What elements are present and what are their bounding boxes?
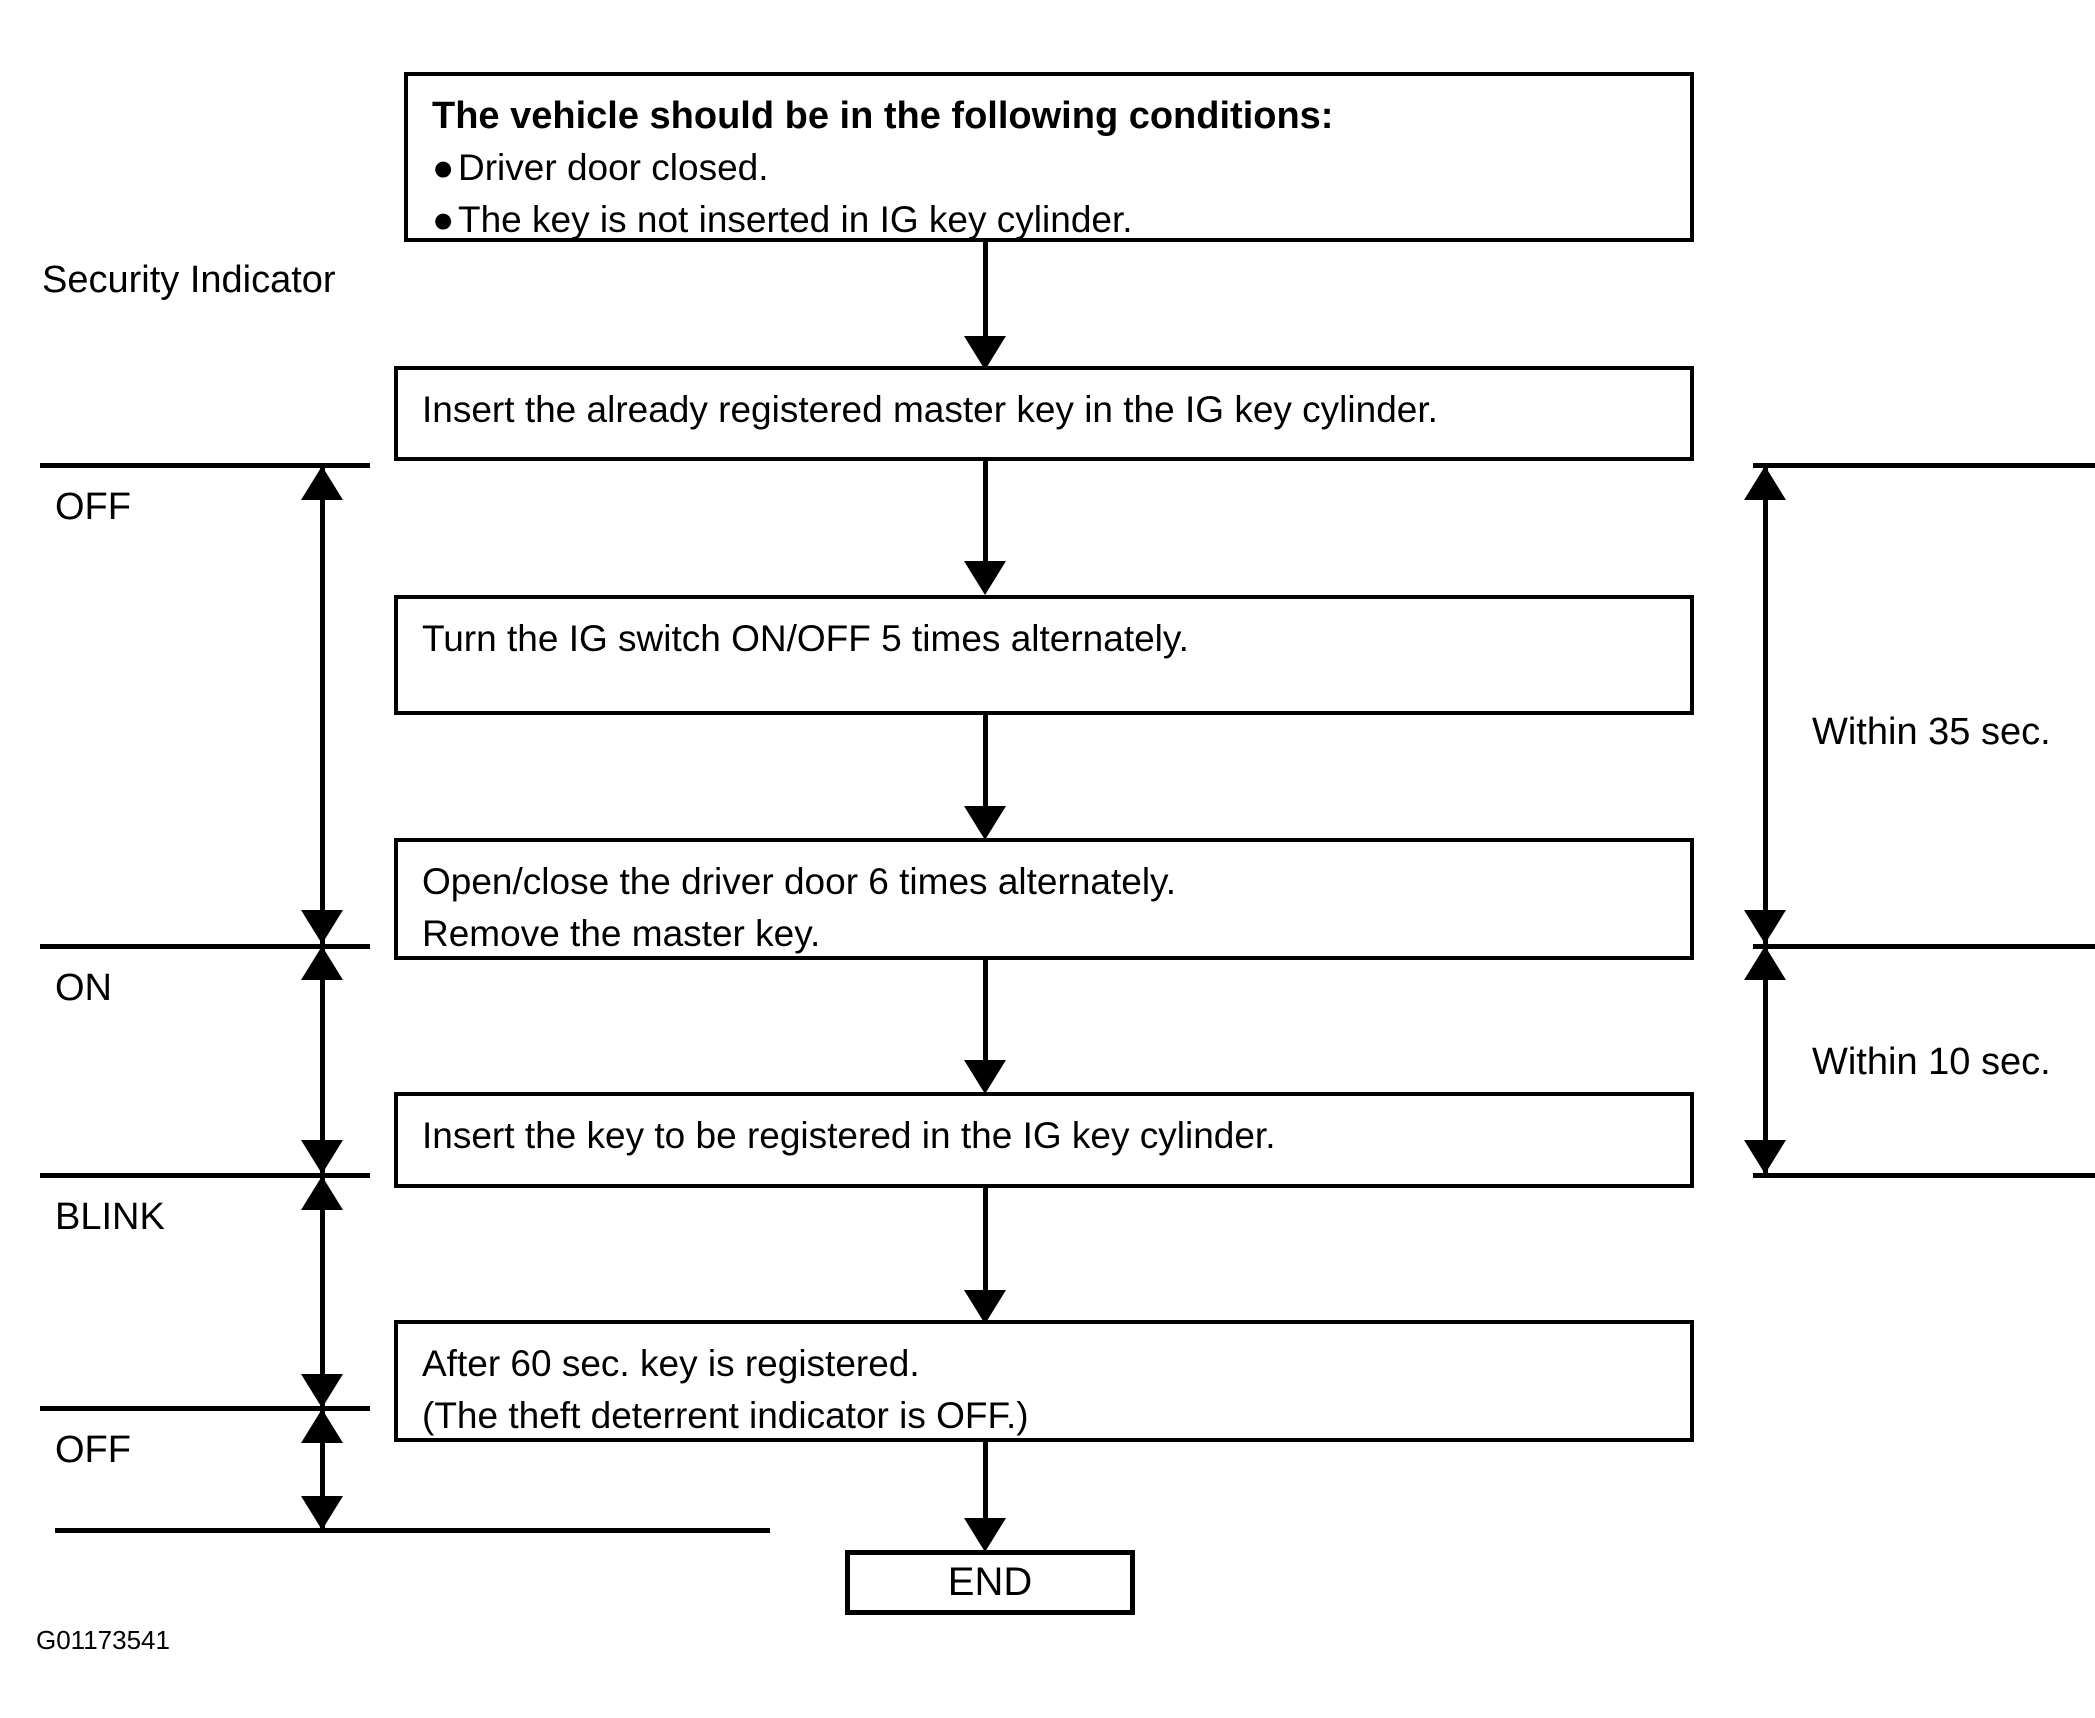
figure-id-label: G01173541 <box>36 1625 170 1655</box>
indicator-boundary-blink <box>40 1173 370 1178</box>
indicator-span-blink <box>320 1176 325 1408</box>
condition-box-title: The vehicle should be in the following c… <box>432 95 1334 137</box>
arrowhead-down-icon <box>964 1290 1006 1324</box>
indicator-boundary-on <box>40 944 370 949</box>
indicator-baseline <box>55 1528 770 1533</box>
step-3-line-1: Open/close the driver door 6 times alter… <box>422 861 1177 902</box>
connector-step2-to-step3 <box>983 715 988 812</box>
timing-span-35 <box>1763 466 1768 944</box>
indicator-span-off-bottom <box>320 1409 325 1529</box>
connector-step1-to-step2 <box>983 461 988 567</box>
step-box-5: After 60 sec. key is registered. (The th… <box>394 1320 1694 1442</box>
condition-bullet-2-text: The key is not inserted in IG key cylind… <box>458 199 1133 240</box>
arrowhead-up-icon <box>301 466 343 500</box>
end-node-label: END <box>947 1560 1033 1604</box>
bullet-dot-icon: ● <box>432 147 455 188</box>
indicator-axis-title: Security Indicator <box>42 259 336 301</box>
step-box-2: Turn the IG switch ON/OFF 5 times altern… <box>394 595 1694 715</box>
condition-bullet-1: ●Driver door closed. <box>432 142 1666 194</box>
arrowhead-down-icon <box>301 910 343 944</box>
indicator-boundary-off-bottom <box>40 1406 370 1411</box>
indicator-span-on <box>320 946 325 1174</box>
arrowhead-down-icon <box>1744 910 1786 944</box>
step-1-line-1: Insert the already registered master key… <box>422 389 1438 430</box>
step-3-line-2: Remove the master key. <box>422 913 821 954</box>
condition-bullet-2: ●The key is not inserted in IG key cylin… <box>432 194 1666 246</box>
step-5-line-1: After 60 sec. key is registered. <box>422 1343 920 1384</box>
arrowhead-down-icon <box>964 336 1006 370</box>
timing-label-10: Within 10 sec. <box>1812 1041 2051 1083</box>
arrowhead-up-icon <box>301 1409 343 1443</box>
step-4-line-1: Insert the key to be registered in the I… <box>422 1115 1276 1156</box>
step-box-1: Insert the already registered master key… <box>394 366 1694 461</box>
arrowhead-down-icon <box>301 1374 343 1408</box>
indicator-span-off-top <box>320 466 325 944</box>
step-box-4: Insert the key to be registered in the I… <box>394 1092 1694 1188</box>
timing-label-35: Within 35 sec. <box>1812 711 2051 753</box>
connector-condition-to-step1 <box>983 242 988 342</box>
end-node: END <box>845 1550 1135 1615</box>
arrowhead-down-icon <box>964 806 1006 840</box>
arrowhead-down-icon <box>964 1518 1006 1552</box>
arrowhead-down-icon <box>301 1496 343 1530</box>
step-5-line-2: (The theft deterrent indicator is OFF.) <box>422 1395 1029 1436</box>
connector-step3-to-step4 <box>983 960 988 1066</box>
state-label-on: ON <box>55 967 112 1009</box>
arrowhead-up-icon <box>301 1176 343 1210</box>
state-label-off-bottom: OFF <box>55 1429 131 1471</box>
state-label-off-top: OFF <box>55 486 131 528</box>
condition-bullet-1-text: Driver door closed. <box>458 147 769 188</box>
arrowhead-up-icon <box>1744 946 1786 980</box>
arrowhead-up-icon <box>301 946 343 980</box>
state-label-blink: BLINK <box>55 1196 165 1238</box>
step-2-line-1: Turn the IG switch ON/OFF 5 times altern… <box>422 618 1189 659</box>
arrowhead-up-icon <box>1744 466 1786 500</box>
arrowhead-down-icon <box>964 1060 1006 1094</box>
connector-step4-to-step5 <box>983 1188 988 1296</box>
timing-boundary-bottom <box>1753 1173 2095 1178</box>
bullet-dot-icon: ● <box>432 199 455 240</box>
step-box-3: Open/close the driver door 6 times alter… <box>394 838 1694 960</box>
indicator-boundary-off-top <box>40 463 370 468</box>
timing-boundary-middle <box>1753 944 2095 949</box>
timing-boundary-top <box>1753 463 2095 468</box>
connector-step5-to-end <box>983 1442 988 1524</box>
timing-span-10 <box>1763 946 1768 1174</box>
arrowhead-down-icon <box>964 561 1006 595</box>
arrowhead-down-icon <box>301 1140 343 1174</box>
arrowhead-down-icon <box>1744 1140 1786 1174</box>
condition-box: The vehicle should be in the following c… <box>404 72 1694 242</box>
